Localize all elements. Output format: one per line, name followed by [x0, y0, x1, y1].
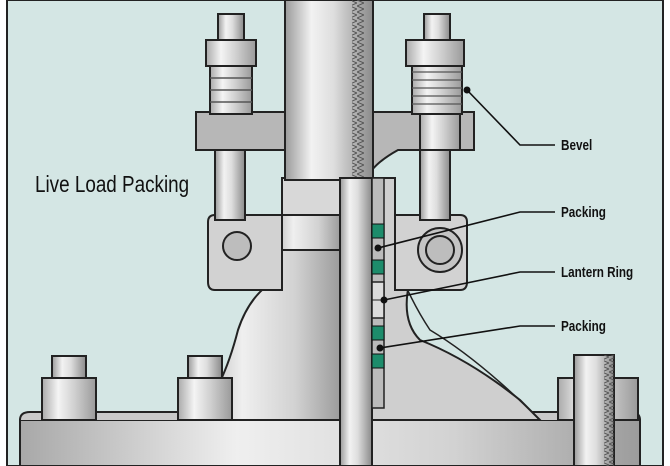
callout-bevel: Bevel: [561, 137, 593, 154]
callout-packing-lower: Packing: [561, 318, 606, 335]
bottom-left-nut: [41, 355, 97, 421]
callout-dots: [374, 86, 471, 352]
callout-packing-upper: Packing: [561, 204, 606, 221]
bottom-right-nut: [557, 354, 639, 466]
diagram-title: Live Load Packing: [35, 171, 190, 197]
callout-leaders: [377, 89, 555, 349]
valve-stem: [284, 0, 374, 466]
packing-rings: [371, 223, 385, 369]
callout-lantern-ring: Lantern Ring: [561, 264, 634, 281]
gland-flange: [207, 214, 468, 291]
top-left-nut-stack: [205, 13, 257, 115]
top-right-nut-stack: [405, 13, 465, 115]
bottom-center-nut: [177, 355, 233, 421]
